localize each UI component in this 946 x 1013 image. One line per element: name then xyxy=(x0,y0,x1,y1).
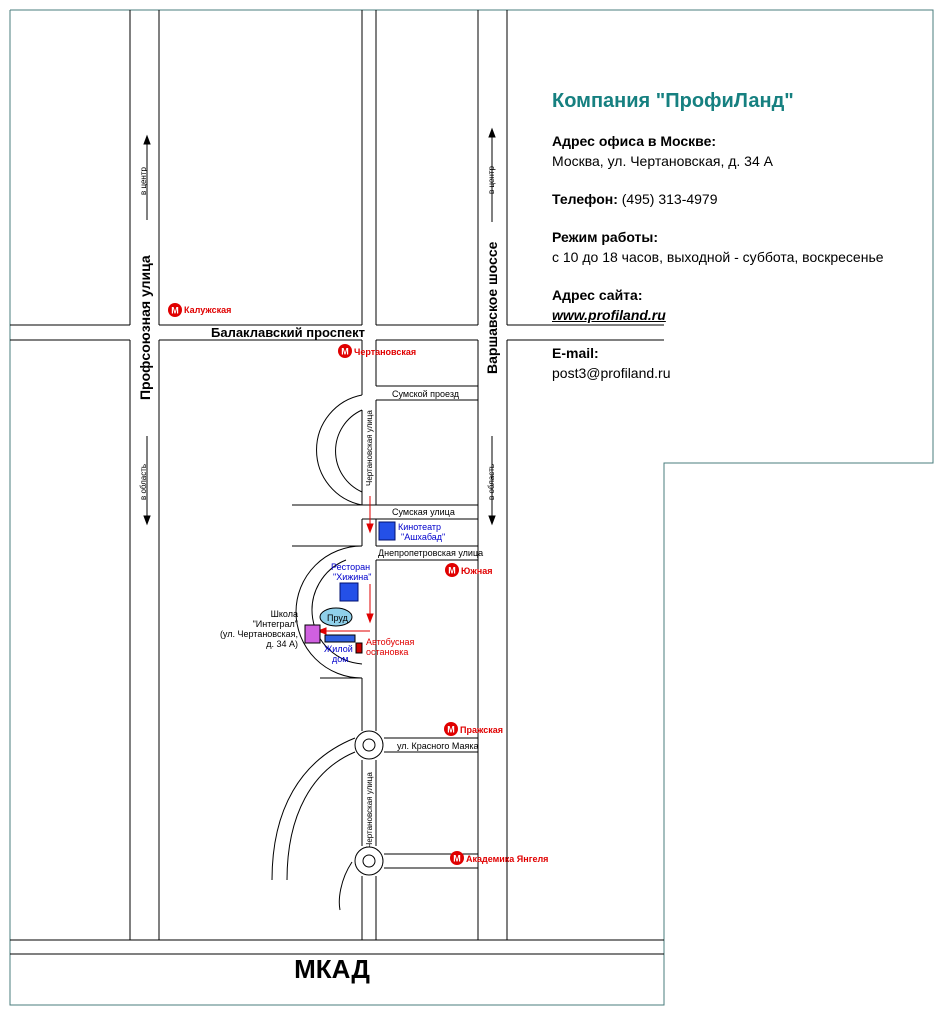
label-mkad: МКАД xyxy=(294,954,370,984)
label-restaurant-2: "Хижина" xyxy=(333,572,371,582)
street-chertanovskaya-upper xyxy=(361,10,377,325)
street-krasnogo-mayaka xyxy=(384,737,478,753)
direction-arrows xyxy=(143,127,496,526)
label-profsoyuznaya: Профсоюзная улица xyxy=(137,255,153,400)
site-link[interactable]: www.profiland.ru xyxy=(552,307,666,323)
label-bus-stop-2: остановка xyxy=(366,647,408,657)
metro-icon: М xyxy=(447,725,455,735)
label-sumskaya: Сумская улица xyxy=(392,507,455,517)
residential-building xyxy=(324,634,356,643)
pond-shape xyxy=(319,607,353,627)
street-mkad xyxy=(10,939,664,955)
street-varshavskoe xyxy=(477,10,508,940)
email-block: E-mail: post3@profiland.ru xyxy=(552,343,932,383)
label-krasnogo-mayaka: ул. Красного Маяка xyxy=(397,741,479,751)
label-residential-1: Жилой xyxy=(324,644,353,654)
label-dnepropetrovskaya: Днепропетровская улица xyxy=(378,548,483,558)
site-label: Адрес сайта: xyxy=(552,287,643,303)
phone-value: (495) 313-4979 xyxy=(621,191,718,207)
phone-label: Телефон: xyxy=(552,191,618,207)
metro-yuzhnaya: М Южная xyxy=(445,563,492,577)
street-sumskoy-proezd xyxy=(376,385,478,401)
school-building xyxy=(304,624,321,644)
metro-icon: М xyxy=(171,306,179,316)
metro-kaluzhskaya: М Калужская xyxy=(168,303,231,317)
route-arrows xyxy=(316,496,374,635)
phone-block: Телефон: (495) 313-4979 xyxy=(552,189,932,209)
label-to-region-left: в область xyxy=(139,464,148,500)
street-profsoyuznaya xyxy=(129,10,160,940)
label-residential-2: дом xyxy=(332,654,348,664)
hours-value: с 10 до 18 часов, выходной - суббота, во… xyxy=(552,249,884,265)
metro-label: Южная xyxy=(461,566,492,576)
site-block: Адрес сайта: www.profiland.ru xyxy=(552,285,932,325)
office-block: Адрес офиса в Москве: Москва, ул. Чертан… xyxy=(552,131,932,171)
curved-roads xyxy=(271,394,384,911)
metro-prazhskaya: М Пражская xyxy=(444,722,503,736)
metro-label: Пражская xyxy=(460,725,503,735)
metro-label: Чертановская xyxy=(354,347,416,357)
label-school-4: д. 34 А) xyxy=(266,639,298,649)
cinema-building xyxy=(378,521,396,541)
hours-label: Режим работы: xyxy=(552,229,659,245)
restaurant-building xyxy=(339,582,359,602)
company-info: Компания "ПрофиЛанд" Адрес офиса в Москв… xyxy=(552,90,932,401)
label-restaurant-1: Ресторан xyxy=(331,562,370,572)
label-to-region-right: в область xyxy=(487,464,496,500)
metro-akademika-yangelya: М Академика Янгеля xyxy=(450,851,548,865)
email-value[interactable]: post3@profiland.ru xyxy=(552,365,671,381)
label-school-2: "Интеграл" xyxy=(253,619,298,629)
metro-icon: М xyxy=(448,566,456,576)
street-yangelya xyxy=(384,853,478,869)
company-title: Компания "ПрофиЛанд" xyxy=(552,90,794,112)
label-school-3: (ул. Чертановская, xyxy=(220,629,298,639)
label-balaklavsky: Балаклавский проспект xyxy=(211,325,365,340)
street-sumskaya xyxy=(292,504,478,520)
label-bus-stop-1: Автобусная xyxy=(366,637,414,647)
metro-icon: М xyxy=(453,854,461,864)
street-chertanovskaya-lower xyxy=(361,340,377,940)
metro-label: Калужская xyxy=(184,305,231,315)
office-label: Адрес офиса в Москве: xyxy=(552,133,717,149)
bus-stop-marker xyxy=(355,642,363,654)
label-varshavskoe: Варшавское шоссе xyxy=(484,241,500,374)
map-frame xyxy=(9,9,934,1006)
street-balaklavsky xyxy=(10,324,664,341)
label-sumskoy-proezd: Сумской проезд xyxy=(392,389,460,399)
label-to-center-right: в центр xyxy=(487,166,496,194)
label-chertanovskaya-upper: Чертановская улица xyxy=(365,410,374,486)
metro-chertanovskaya: М Чертановская xyxy=(338,344,416,358)
label-cinema-1: Кинотеатр xyxy=(398,522,441,532)
label-to-center-left: в центр xyxy=(139,167,148,195)
office-address: Москва, ул. Чертановская, д. 34 А xyxy=(552,153,773,169)
label-pond: Пруд xyxy=(327,613,349,623)
label-chertanovskaya-lower: Чертановская улица xyxy=(365,772,374,848)
metro-label: Академика Янгеля xyxy=(466,854,548,864)
email-label: E-mail: xyxy=(552,345,599,361)
hours-block: Режим работы: с 10 до 18 часов, выходной… xyxy=(552,227,932,267)
label-school-1: Школа xyxy=(271,609,298,619)
metro-icon: М xyxy=(341,347,349,357)
label-cinema-2: "Ашхабад" xyxy=(401,532,445,542)
